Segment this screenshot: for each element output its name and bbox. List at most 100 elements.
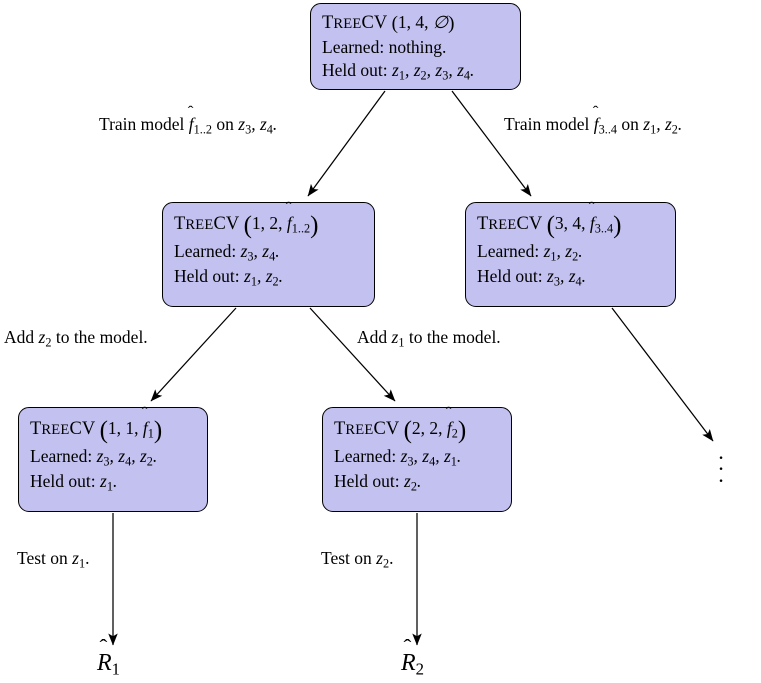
node-leaf-1-learned-value: z3, z4, z2.	[96, 445, 158, 469]
node-left-mid-heldout: Held out: z1, z2.	[174, 265, 363, 290]
node-root-arg2: 4	[415, 12, 425, 32]
node-left-mid-heldout-label: Held out:	[174, 266, 240, 287]
node-right-mid-learned-label: Learned:	[477, 240, 540, 261]
edge-label-train-left-mid: on	[216, 114, 234, 134]
node-left-mid-name-small: REE	[185, 217, 214, 233]
node-leaf-1-arg2: 1	[125, 418, 135, 438]
node-right-mid-heldout-label: Held out:	[477, 266, 543, 287]
edge-label-add-right-pre: Add	[357, 327, 388, 347]
node-leaf-1-arg3-sub: 1	[147, 426, 154, 441]
node-leaf-1-name-prefix: T	[30, 419, 42, 439]
edge-label-test-left-post: .	[85, 548, 90, 568]
node-leaf-1-learned: Learned: z3, z4, z2.	[30, 445, 196, 470]
node-left-mid-learned-label: Learned:	[174, 240, 237, 261]
node-leaf-2-arg1: 2	[411, 418, 421, 438]
edge-label-train-left-model-sub: 1..2	[193, 122, 213, 137]
edge-label-test-left: Test on z1.	[17, 548, 89, 571]
node-root-learned-value: nothing.	[388, 37, 447, 58]
node-leaf-2-heldout: Held out: z2.	[334, 470, 500, 495]
edge-root-to-right-mid	[451, 90, 532, 197]
result-2-sub: 2	[415, 659, 425, 679]
ellipsis-dot-2: ·	[717, 456, 725, 482]
node-left-mid-learned: Learned: z3, z4.	[174, 240, 363, 265]
ellipsis-dot-3: ·	[717, 467, 725, 493]
node-root-arg1: 1	[397, 12, 407, 32]
node-leaf-1-name-small: REE	[41, 422, 70, 438]
node-right-mid-learned-value: z1, z2.	[543, 240, 583, 264]
edge-label-add-left-pre: Add	[4, 327, 35, 347]
node-left-mid-name-tail: CV	[213, 214, 240, 234]
node-leaf-2-name-small: REE	[345, 422, 374, 438]
node-leaf-2-name-prefix: T	[334, 419, 346, 439]
node-left-mid-heldout-value: z1, z2.	[244, 266, 283, 289]
edge-root-to-left-mid	[307, 90, 386, 197]
node-leaf-2-heldout-value: z2.	[404, 471, 422, 494]
node-leaf-1-heldout-label: Held out:	[30, 471, 96, 492]
node-left-mid-name-prefix: T	[174, 214, 186, 234]
node-leaf-2-learned-label: Learned:	[334, 445, 397, 466]
edge-label-test-right: Test on z2.	[321, 548, 393, 571]
node-leaf-2-arg2: 2	[429, 418, 439, 438]
node-right-mid-heldout-value: z3, z4.	[547, 266, 586, 289]
edge-label-add-left-post: to the model.	[55, 327, 148, 347]
edge-label-train-left-data: z3, z4.	[238, 114, 278, 137]
edge-label-test-left-pre: Test on	[17, 548, 68, 568]
node-leaf-1-arg1: 1	[107, 418, 117, 438]
node-left-mid-learned-value: z3, z4.	[240, 240, 280, 264]
edge-label-add-right: Add z1 to the model.	[357, 327, 501, 350]
node-root-heldout-label: Held out:	[322, 59, 388, 80]
node-root-heldout: Held out: z1, z2, z3, z4.	[322, 59, 509, 84]
node-root[interactable]: TREECV (1, 4, ∅) Learned: nothing. Held …	[310, 3, 521, 90]
node-leaf-2-name-tail: CV	[373, 419, 400, 439]
node-root-args: (1, 4, ∅)	[391, 12, 455, 34]
recursion-ellipsis: · · ·	[714, 445, 728, 493]
node-leaf-2-arg3-sub: 2	[451, 426, 458, 441]
node-root-name-small: REE	[333, 16, 362, 32]
node-right-mid-arg1: 3	[554, 213, 564, 233]
node-right-mid-learned: Learned: z1, z2.	[477, 240, 664, 265]
node-root-learned: Learned: nothing.	[322, 36, 509, 59]
node-right-mid-arg2: 4	[572, 213, 582, 233]
node-root-heldout-value: z1, z2, z3, z4.	[392, 59, 475, 83]
node-right-mid-heldout: Held out: z3, z4.	[477, 265, 664, 290]
node-left-mid-arg1: 1	[251, 213, 261, 233]
edge-label-train-left-pre: Train model	[99, 114, 185, 134]
edge-label-test-right-pre: Test on	[321, 548, 372, 568]
edge-right-mid-to-ellipsis	[611, 307, 714, 442]
node-root-name-prefix: T	[322, 13, 334, 33]
edge-left-mid-to-leaf-1	[150, 307, 237, 402]
edge-label-train-right-pre: Train model	[504, 114, 590, 134]
edge-label-add-right-post: to the model.	[408, 327, 501, 347]
edge-label-train-right-mid: on	[621, 114, 639, 134]
ellipsis-dot-1: ·	[717, 445, 725, 470]
edge-label-add-right-var: z1	[391, 327, 405, 350]
edge-label-add-left-var: z2	[38, 327, 52, 350]
node-leaf-1-name-tail: CV	[69, 419, 96, 439]
node-left-mid-arg3-sub: 1..2	[291, 221, 311, 236]
edge-label-add-left: Add z2 to the model.	[4, 327, 148, 350]
result-1-sub: 1	[111, 659, 121, 679]
